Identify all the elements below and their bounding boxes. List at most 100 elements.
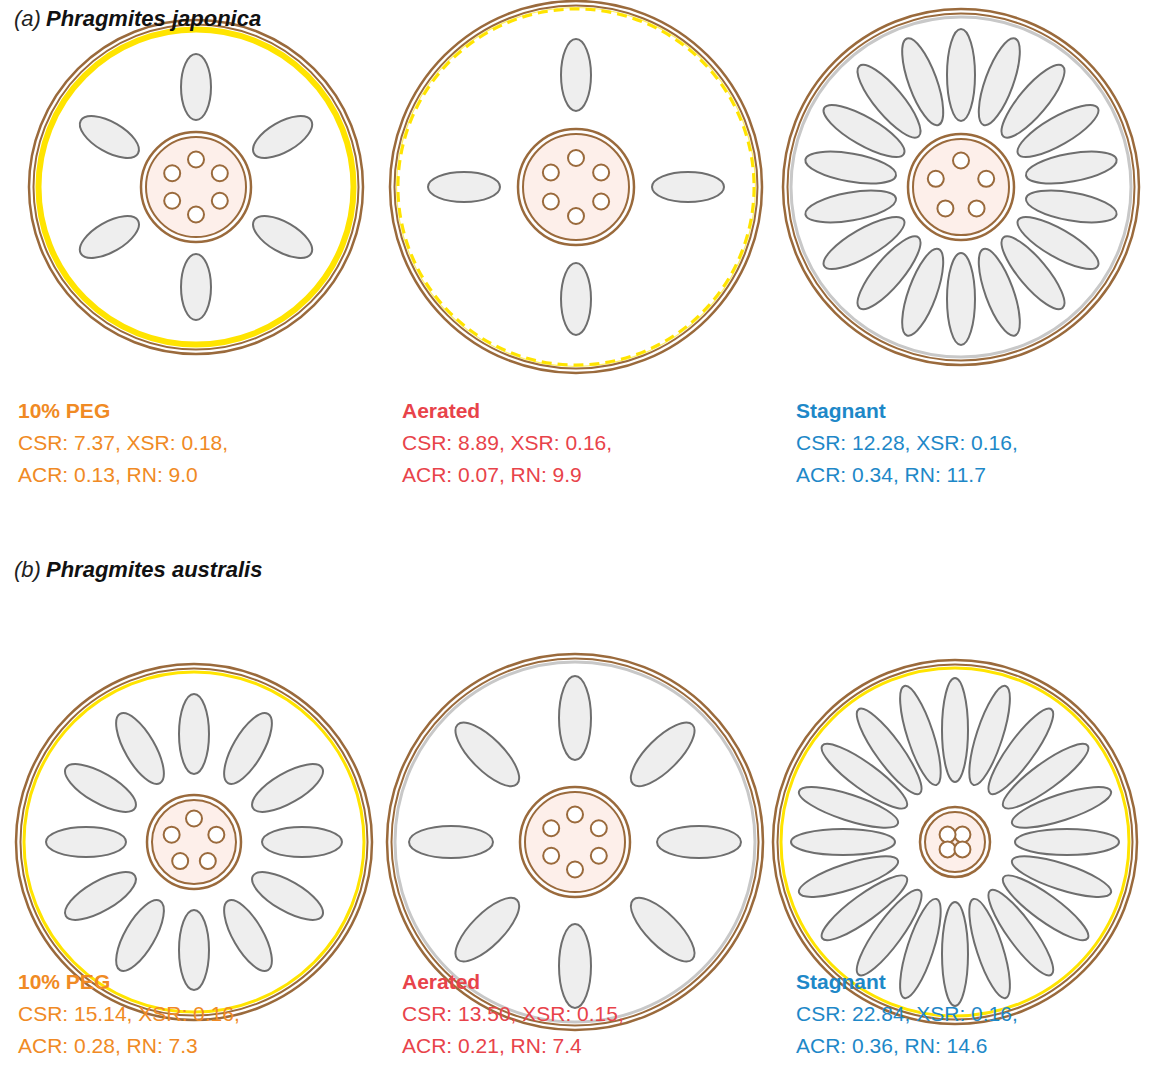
aerenchyma — [559, 924, 591, 1008]
treatment-name: Stagnant — [796, 969, 886, 995]
xylem-vessel — [954, 841, 970, 857]
xylem-vessel — [172, 853, 188, 869]
xylem-vessel — [940, 841, 956, 857]
xylem-vessel — [164, 827, 180, 843]
trait-values: ACR: 0.34, RN: 11.7 — [796, 462, 986, 488]
aerenchyma — [179, 910, 209, 990]
exodermis — [392, 659, 759, 1026]
aerenchyma — [1024, 185, 1119, 229]
trait-values: CSR: 12.28, XSR: 0.16, — [796, 430, 1018, 456]
xylem-vessel — [567, 862, 583, 878]
treatment-name: 10% PEG — [18, 969, 110, 995]
root-cross-section — [390, 1, 762, 373]
panel-letter: (a) — [14, 6, 41, 32]
aerenchyma — [58, 755, 142, 821]
epidermis — [29, 20, 363, 354]
aerenchyma — [107, 706, 173, 790]
endodermis — [520, 787, 630, 897]
endodermis — [920, 807, 990, 877]
xylem-vessel — [164, 165, 180, 181]
stele — [523, 134, 629, 240]
aerenchyma — [947, 29, 975, 121]
aerenchyma — [622, 713, 704, 795]
xylem-vessel — [928, 171, 944, 187]
species-name: Phragmites australis — [46, 557, 262, 583]
endodermis — [147, 795, 241, 889]
stele — [146, 137, 246, 237]
aerenchyma — [215, 706, 281, 790]
treatment-name: Aerated — [402, 398, 480, 424]
barrier-layer — [398, 9, 754, 365]
treatment-name: 10% PEG — [18, 398, 110, 424]
xylem-vessel — [593, 194, 609, 210]
xylem-vessel — [543, 165, 559, 181]
aerenchyma — [559, 676, 591, 760]
root-cross-section — [387, 654, 763, 1030]
epidermis — [387, 654, 763, 1030]
trait-values: CSR: 15.14, XSR: 0.16, — [18, 1001, 240, 1027]
trait-values: CSR: 8.89, XSR: 0.16, — [402, 430, 612, 456]
epidermis — [773, 660, 1137, 1024]
aerenchyma — [179, 694, 209, 774]
xylem-vessel — [212, 193, 228, 209]
aerenchyma — [961, 682, 1018, 789]
trait-values: ACR: 0.28, RN: 7.3 — [18, 1033, 198, 1059]
trait-values: ACR: 0.36, RN: 14.6 — [796, 1033, 987, 1059]
aerenchyma — [107, 893, 173, 977]
aerenchyma — [58, 863, 142, 929]
endodermis — [141, 132, 251, 242]
xylem-vessel — [200, 853, 216, 869]
xylem-vessel — [188, 207, 204, 223]
stele — [913, 139, 1009, 235]
aerenchyma — [446, 713, 528, 795]
xylem-vessel — [543, 820, 559, 836]
trait-values: ACR: 0.13, RN: 9.0 — [18, 462, 198, 488]
xylem-vessel — [591, 820, 607, 836]
aerenchyma — [803, 146, 898, 190]
epidermis — [16, 664, 372, 1020]
xylem-vessel — [212, 165, 228, 181]
aerenchyma — [942, 902, 968, 1006]
barrier-layer — [39, 30, 354, 345]
treatment-name: Aerated — [402, 969, 480, 995]
barrier-layer — [395, 662, 755, 1022]
aerenchyma — [947, 253, 975, 345]
species-name: Phragmites japonica — [46, 6, 261, 32]
treatment-name: Stagnant — [796, 398, 886, 424]
stele — [525, 792, 625, 892]
aerenchyma — [791, 829, 895, 855]
trait-values: CSR: 13.50, XSR: 0.15, — [402, 1001, 624, 1027]
aerenchyma — [247, 208, 319, 267]
aerenchyma — [215, 893, 281, 977]
trait-values: ACR: 0.07, RN: 9.9 — [402, 462, 582, 488]
xylem-vessel — [567, 807, 583, 823]
xylem-vessel — [937, 200, 953, 216]
xylem-vessel — [164, 193, 180, 209]
aerenchyma — [622, 889, 704, 971]
aerenchyma — [245, 755, 329, 821]
exodermis — [21, 669, 368, 1016]
aerenchyma — [795, 779, 902, 836]
xylem-vessel — [969, 200, 985, 216]
stele — [152, 800, 236, 884]
aerenchyma — [446, 889, 528, 971]
root-cross-section — [16, 664, 372, 1020]
aerenchyma — [894, 244, 952, 340]
xylem-vessel — [591, 848, 607, 864]
exodermis — [34, 25, 359, 350]
root-cross-section — [783, 9, 1139, 365]
root-cross-section — [29, 20, 363, 354]
aerenchyma — [561, 263, 591, 335]
xylem-vessel — [568, 150, 584, 166]
aerenchyma — [942, 678, 968, 782]
xylem-vessel — [568, 208, 584, 224]
xylem-vessel — [208, 827, 224, 843]
aerenchyma — [657, 826, 741, 858]
barrier-layer — [781, 668, 1129, 1016]
exodermis — [395, 6, 758, 369]
aerenchyma — [1008, 848, 1115, 905]
panel-letter: (b) — [14, 557, 41, 583]
stele — [925, 812, 985, 872]
aerenchyma — [73, 208, 145, 267]
